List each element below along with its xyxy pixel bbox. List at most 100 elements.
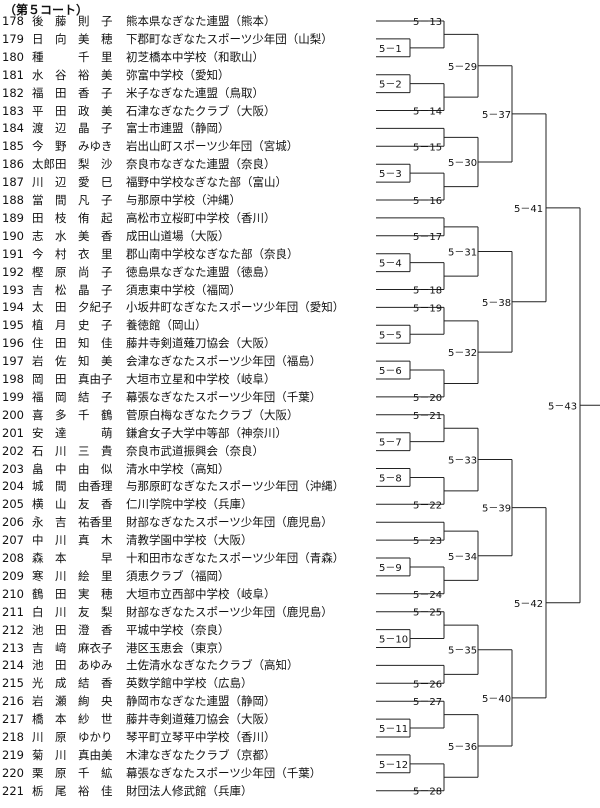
match-label: 5－36 (448, 742, 477, 753)
player-name: 池 田 澄 香 (32, 622, 113, 637)
match-label: 5－32 (448, 348, 477, 359)
player-name: 石 川 三 貴 (32, 443, 113, 458)
player-team: 財部なぎなたスポーツ少年団（鹿児島） (126, 515, 333, 530)
player-name: 太郎田 梨 沙 (32, 157, 113, 172)
player-number: 210 (2, 586, 24, 601)
player-number: 213 (2, 640, 24, 655)
player-number: 197 (2, 354, 24, 369)
player-name: 今 野 みゆき (32, 139, 113, 154)
player-team: 財部なぎなたスポーツ少年団（鹿児島） (126, 604, 333, 619)
player-team: 富士市連盟（静岡） (126, 121, 230, 136)
player-name: 福 田 香 子 (32, 85, 113, 100)
player-number: 204 (2, 479, 24, 494)
match-label: 5－8 (379, 473, 402, 484)
player-number: 190 (2, 228, 24, 243)
match-label: 5－9 (379, 563, 402, 574)
match-label: 5－18 (413, 286, 442, 297)
player-name: 喜 多 千 鶴 (32, 407, 113, 422)
player-name: 栃 尾 裕 佳 (32, 783, 113, 798)
player-name: 後 藤 則 子 (32, 14, 113, 28)
match-label: 5－12 (379, 760, 408, 771)
player-name: 田 枝 侑 起 (32, 210, 113, 225)
player-number: 200 (2, 407, 24, 422)
player-team: 清水中学校（高知） (126, 461, 230, 476)
player-name: 水 谷 裕 美 (32, 67, 113, 82)
match-label: 5－10 (379, 635, 408, 646)
match-label: 5－11 (379, 724, 408, 735)
player-number: 218 (2, 730, 24, 744)
match-label: 5－23 (413, 536, 442, 547)
player-name: 永 吉 祐香里 (32, 515, 113, 530)
player-team: 琴平町立琴平中学校（香川） (126, 730, 276, 744)
match-label: 5－13 (413, 17, 442, 28)
player-team: 福野中学校なぎなた部（富山） (126, 175, 287, 190)
match-label: 5－43 (548, 401, 577, 412)
player-name: 岡 田 真由子 (32, 372, 113, 386)
player-name: 中 川 真 木 (32, 533, 113, 548)
match-label: 5－29 (448, 62, 477, 73)
player-team: 須恵クラブ（福岡） (126, 568, 230, 583)
player-name: 寒 川 絵 里 (32, 568, 113, 583)
player-team: 会津なぎなたスポーツ少年団（福島） (126, 354, 322, 369)
match-label: 5－25 (413, 608, 442, 619)
player-number: 217 (2, 712, 24, 727)
player-team: 藤井寺剣道薙刀協会（大阪） (126, 712, 276, 727)
player-team: 幕張なぎなたスポーツ少年団（千葉） (126, 765, 322, 780)
player-team: 十和田市なぎなたスポーツ少年団（青森） (126, 551, 345, 565)
player-team: 鎌倉女子大学中等部（神奈川） (126, 425, 287, 440)
player-team: 英数学館中学校（広島） (126, 676, 253, 691)
player-team: 与那原町なぎなたスポーツ少年団（沖縄） (126, 479, 345, 494)
player-name: 白 川 友 梨 (32, 604, 113, 619)
player-name: 鶴 田 実 穂 (32, 586, 113, 601)
player-number: 201 (2, 425, 24, 440)
player-number: 187 (2, 175, 24, 190)
player-name: 吉 﨑 麻衣子 (32, 640, 113, 655)
player-name: 樫 原 尚 子 (32, 264, 113, 279)
player-number: 193 (2, 282, 24, 297)
match-label: 5－41 (514, 204, 543, 215)
match-label: 5－14 (413, 107, 442, 118)
player-team: 岩出山町スポーツ少年団（宮城） (126, 139, 299, 154)
match-label: 5－39 (482, 504, 511, 515)
player-number: 181 (2, 67, 24, 82)
player-team: 港区玉恵会（東京） (126, 640, 230, 655)
player-name: 城 間 由香理 (32, 479, 113, 494)
player-number: 206 (2, 515, 24, 530)
player-number: 192 (2, 264, 24, 279)
player-team: 須恵東中学校（福岡） (126, 282, 241, 297)
player-name: 橋 本 紗 世 (32, 712, 113, 727)
player-team: 熊本県なぎなた連盟（熊本） (126, 14, 276, 28)
player-number: 182 (2, 85, 24, 100)
player-number: 208 (2, 551, 24, 565)
player-number: 198 (2, 372, 24, 386)
player-name: 菊 川 真由美 (32, 747, 113, 762)
player-name: 吉 松 晶 子 (32, 282, 113, 297)
player-team: 大垣市立星和中学校（岐阜） (126, 372, 276, 386)
player-name: 安 達 萌 (32, 425, 113, 440)
player-number: 186 (2, 157, 24, 172)
player-team: 下郡町なぎなたスポーツ少年団（山梨） (126, 31, 333, 46)
player-name: 植 月 史 子 (32, 318, 113, 333)
match-label: 5－21 (413, 411, 442, 422)
player-name: 光 成 結 香 (32, 676, 113, 691)
match-label: 5－22 (413, 500, 442, 511)
player-name: 今 村 衣 里 (32, 246, 113, 261)
player-name: 渡 辺 晶 子 (32, 121, 113, 136)
match-label: 5－31 (448, 247, 477, 258)
player-number: 199 (2, 389, 24, 404)
player-number: 209 (2, 568, 24, 583)
player-name: 栗 原 千 絋 (32, 765, 113, 780)
player-number: 189 (2, 210, 24, 225)
player-team: 藤井寺剣道薙刀協会（大阪） (126, 336, 276, 351)
player-number: 185 (2, 139, 24, 154)
match-label: 5－7 (379, 438, 402, 449)
player-number: 221 (2, 783, 24, 798)
match-label: 5－40 (482, 694, 511, 705)
match-label: 5－17 (413, 232, 442, 243)
player-team: 幕張なぎなたスポーツ少年団（千葉） (126, 389, 322, 404)
player-team: 徳島県なぎなた連盟（徳島） (126, 264, 276, 279)
player-team: 初芝橋本中学校（和歌山） (126, 49, 264, 64)
match-label: 5－3 (379, 169, 402, 180)
player-team: 高松市立桜町中学校（香川） (126, 210, 276, 225)
player-team: 石津なぎなたクラブ（大阪） (126, 103, 276, 118)
